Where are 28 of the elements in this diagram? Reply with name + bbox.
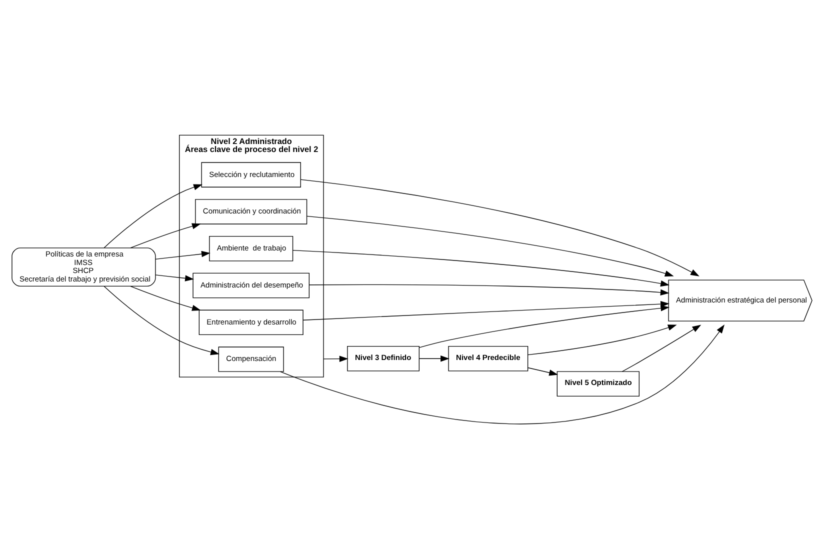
arrow	[528, 366, 558, 376]
node-box: Ambiente de trabajo	[209, 235, 294, 261]
arrow	[308, 284, 670, 295]
arrow	[302, 300, 670, 320]
arrow	[104, 285, 220, 355]
arrow	[528, 324, 677, 355]
node-box: Comunicación y coordinación	[195, 198, 308, 224]
node-box: Administración del desempeño	[192, 272, 310, 298]
arrow	[418, 304, 670, 348]
arrow	[306, 215, 674, 276]
arrow	[130, 222, 201, 248]
node-box: Entrenamiento y desarrollo	[198, 309, 304, 335]
node-box: Compensación	[218, 346, 284, 372]
node-box: Nivel 5 Optimizado	[556, 370, 640, 396]
arrow	[280, 324, 725, 424]
arrow	[104, 184, 202, 248]
arrow	[323, 355, 348, 362]
arrow	[155, 274, 194, 281]
node-box: Selección y reclutamiento	[201, 162, 301, 187]
arrow	[130, 285, 201, 310]
arrow	[622, 324, 702, 372]
node-box: Nivel 4 Predecible	[448, 345, 528, 371]
node-box: Políticas de la empresa IMSS SHCP Secretaría del trabajo y previsión social	[12, 247, 156, 286]
arrow	[155, 250, 210, 259]
node-box: Nivel 3 Definido	[347, 345, 420, 371]
arrow	[300, 178, 700, 276]
arrow	[292, 249, 670, 286]
arrow	[418, 355, 450, 362]
